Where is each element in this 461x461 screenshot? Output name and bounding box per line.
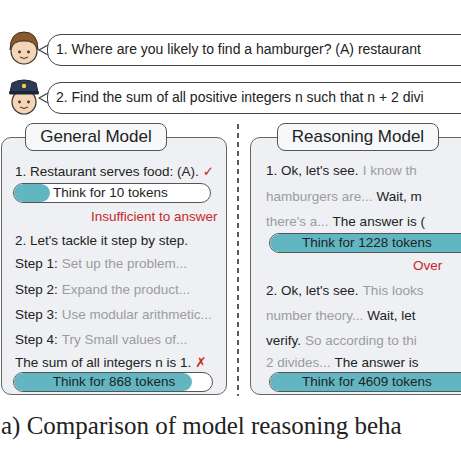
reasoning-text: 2 divides...: [266, 355, 331, 370]
bar-fill: [14, 184, 50, 202]
reasoning-text: ✗: [195, 354, 206, 370]
text-row: The sum of all integers n is 1. ✗: [15, 353, 207, 372]
student-avatar: [10, 32, 38, 64]
text-row: 1. Restaurant serves food: (A). ✓: [15, 162, 214, 181]
reasoning-text: Step 1:: [15, 256, 58, 271]
token-bar: Think for 10 tokens: [13, 183, 211, 203]
reasoning-text: 1. Ok, let's see.: [266, 163, 359, 178]
divider-line: [237, 124, 239, 396]
text-row: verify. So according to thi: [266, 332, 417, 350]
reasoning-text: Set up the problem...: [62, 256, 187, 271]
reasoning-text: The answer is (: [333, 214, 425, 229]
reasoning-text: number theory...: [266, 308, 363, 323]
speech-bubble: 2. Find the sum of all positive integers…: [47, 82, 461, 114]
text-row: Over: [413, 257, 442, 275]
reasoning-text: 1. Restaurant serves food: (A).: [15, 164, 199, 179]
avatar-eye: [18, 101, 21, 104]
question-text: 2. Find the sum of all positive integers…: [56, 83, 424, 112]
model-panel: General Model1. Restaurant serves food: …: [1, 137, 227, 395]
avatar-eye: [27, 101, 30, 104]
token-bar: Think for 1228 tokens: [269, 233, 461, 253]
panel-heading: General Model: [40, 127, 152, 146]
text-row: Insufficient to answer: [91, 208, 218, 226]
text-row: 2 divides... The answer is: [266, 354, 419, 372]
token-count: Think for 1228 tokens: [302, 234, 432, 251]
text-row: Step 3: Use modular arithmetic...: [15, 306, 212, 324]
officer-avatar: [9, 80, 39, 114]
panel-heading: Reasoning Model: [292, 127, 424, 146]
avatar-eye: [27, 51, 30, 54]
model-panel: Reasoning Model1. Ok, let's see.I know t…: [250, 137, 461, 395]
reasoning-text: hamburgers are...: [266, 189, 373, 204]
reasoning-text: So according to thi: [305, 333, 417, 348]
speech-bubble: 1. Where are you likely to find a hambur…: [47, 34, 461, 66]
text-row: Step 1: Set up the problem...: [15, 255, 187, 273]
text-row: there's a... The answer is (: [266, 213, 425, 231]
reasoning-text: there's a...: [266, 214, 329, 229]
question-text: 1. Where are you likely to find a hambur…: [56, 35, 421, 64]
reasoning-text: Step 4:: [15, 332, 58, 347]
avatar-hair: [10, 32, 38, 50]
reasoning-text: 2. Ok, let's see.: [266, 283, 359, 298]
token-bar: Think for 868 tokens: [13, 372, 213, 392]
avatar-mouth: [20, 57, 28, 59]
token-count: Think for 4609 tokens: [302, 373, 432, 390]
heading-tab: General Model: [25, 123, 167, 151]
reasoning-text: Over: [413, 258, 442, 273]
avatar-badge: [22, 84, 26, 88]
reasoning-text: Insufficient to answer: [91, 209, 218, 224]
heading-tab: Reasoning Model: [277, 123, 439, 151]
text-row: 1. Ok, let's see. I know th: [266, 162, 417, 180]
reasoning-text: ✓: [203, 163, 214, 179]
reasoning-text: Expand the product...: [62, 282, 190, 297]
token-bar: Think for 4609 tokens: [269, 372, 461, 392]
figure-caption: a) Comparison of model reasoning beha: [1, 411, 402, 441]
text-row: 2. Let's tackle it step by step.: [15, 232, 188, 250]
reasoning-text: The answer is: [335, 355, 419, 370]
text-row: Step 2: Expand the product...: [15, 281, 190, 299]
reasoning-text: Step 3:: [15, 307, 58, 322]
reasoning-text: Step 2:: [15, 282, 58, 297]
reasoning-text: This looks: [363, 283, 424, 298]
reasoning-text: The sum of all integers n is 1.: [15, 355, 191, 370]
text-row: hamburgers are... Wait, m: [266, 188, 422, 206]
reasoning-text: Try Small values of...: [62, 332, 188, 347]
reasoning-text: Wait, m: [377, 189, 422, 204]
text-row: Step 4: Try Small values of...: [15, 331, 187, 349]
avatar-hat: [10, 80, 38, 92]
token-count: Think for 868 tokens: [53, 373, 175, 390]
token-count: Think for 10 tokens: [53, 184, 168, 201]
text-row: number theory... Wait, let: [266, 307, 416, 325]
avatar-mouth: [20, 107, 28, 109]
reasoning-text: Use modular arithmetic...: [62, 307, 212, 322]
text-row: 2. Ok, let's see. This looks: [266, 282, 423, 300]
reasoning-text: I know th: [363, 163, 417, 178]
avatar-eye: [18, 51, 21, 54]
reasoning-text: Wait, let: [367, 308, 415, 323]
reasoning-text: verify.: [266, 333, 301, 348]
reasoning-text: 2. Let's tackle it step by step.: [15, 233, 188, 248]
avatar-hat-visor: [9, 91, 39, 95]
